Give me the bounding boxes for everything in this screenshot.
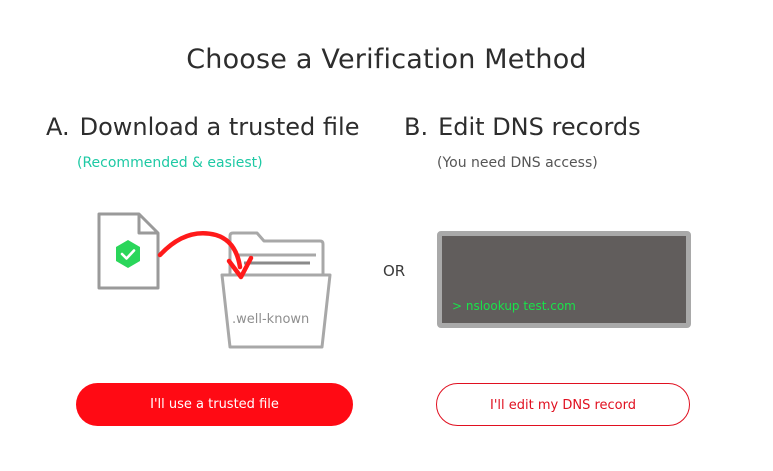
trusted-file-illustration: .well-known: [97, 212, 332, 349]
page-title: Choose a Verification Method: [186, 44, 587, 75]
option-b-heading: B. Edit DNS records: [404, 113, 641, 141]
folder-label: .well-known: [232, 312, 309, 327]
terminal-command: > nslookup test.com: [452, 299, 576, 313]
option-b-letter: B.: [404, 113, 429, 141]
use-trusted-file-button[interactable]: I'll use a trusted file: [76, 383, 353, 426]
folder-icon: .well-known: [220, 231, 332, 349]
edit-dns-record-button[interactable]: I'll edit my DNS record: [436, 383, 690, 426]
option-b-heading-text: Edit DNS records: [438, 113, 641, 141]
dns-terminal: > nslookup test.com: [437, 231, 691, 328]
arrow-icon: [157, 230, 254, 280]
or-divider: OR: [383, 262, 406, 280]
option-a-heading: A. Download a trusted file: [46, 113, 359, 141]
option-a-note: (Recommended & easiest): [77, 155, 263, 171]
option-b-note: (You need DNS access): [437, 155, 598, 171]
option-a-letter: A.: [46, 113, 70, 141]
shield-check-icon: [116, 240, 140, 268]
option-a-heading-text: Download a trusted file: [79, 113, 360, 141]
